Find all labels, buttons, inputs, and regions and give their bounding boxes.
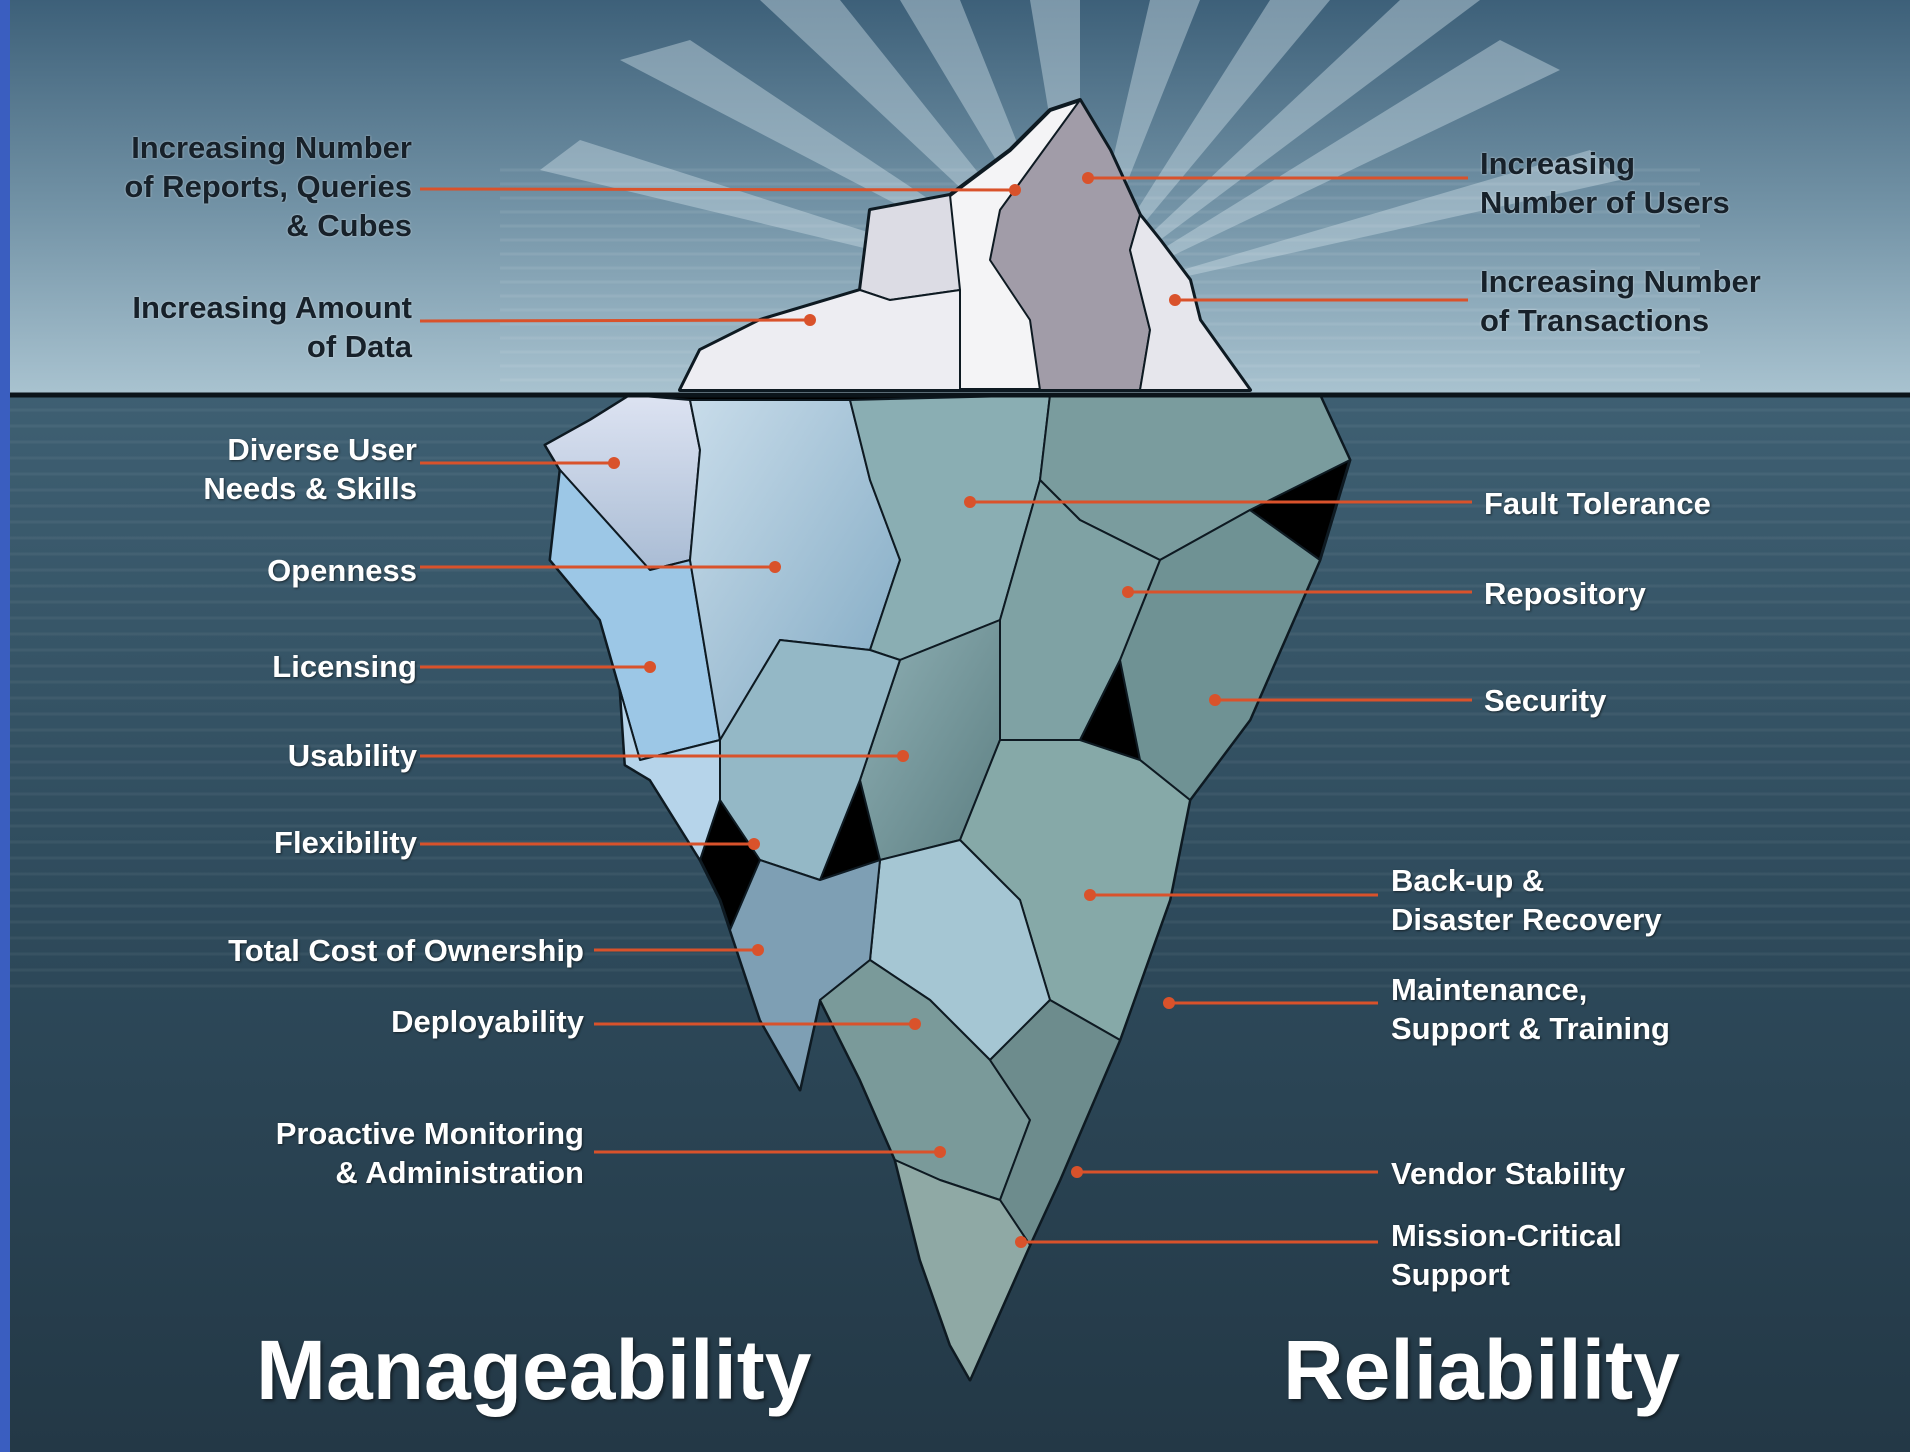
leader-data-dot xyxy=(804,314,816,326)
leader-backup-dot xyxy=(1084,889,1096,901)
leader-maintenance-dot xyxy=(1163,997,1175,1009)
leader-proactive-dot xyxy=(934,1146,946,1158)
label-total-cost-of-ownership: Total Cost of Ownership xyxy=(228,933,584,968)
leader-users-dot xyxy=(1082,172,1094,184)
label-reports-queries-cubes: Increasing Number of Reports, Queries & … xyxy=(124,130,412,243)
leader-lines xyxy=(419,172,1472,1248)
label-fault-tolerance: Fault Tolerance xyxy=(1484,486,1711,521)
ice-facets xyxy=(544,394,1351,1381)
label-vendor-stability: Vendor Stability xyxy=(1391,1156,1626,1191)
label-mission-critical-support: Mission-Critical Support xyxy=(1391,1218,1622,1292)
label-maintenance-support-training: Maintenance, Support & Training xyxy=(1391,972,1670,1046)
leader-mission-dot xyxy=(1015,1236,1027,1248)
leader-flexibility-dot xyxy=(748,838,760,850)
label-usability: Usability xyxy=(287,738,417,773)
manageability-title: Manageability xyxy=(256,1323,812,1417)
label-diverse-user-needs: Diverse User Needs & Skills xyxy=(203,432,417,506)
label-flexibility: Flexibility xyxy=(274,825,417,860)
leader-data xyxy=(419,318,811,323)
label-openness: Openness xyxy=(267,553,417,588)
leader-openness-dot xyxy=(769,561,781,573)
label-amount-of-data: Increasing Amount of Data xyxy=(132,290,412,364)
left-edge xyxy=(0,0,10,1452)
label-repository: Repository xyxy=(1484,576,1646,611)
leader-diverse-dot xyxy=(608,457,620,469)
tip-facets xyxy=(679,99,1251,391)
leader-deployability-dot xyxy=(909,1018,921,1030)
label-number-of-users: Increasing Number of Users xyxy=(1480,146,1730,220)
label-licensing: Licensing xyxy=(272,649,417,684)
leader-security-dot xyxy=(1209,694,1221,706)
label-backup-disaster-recovery: Back-up & Disaster Recovery xyxy=(1391,863,1662,937)
leader-repository-dot xyxy=(1122,586,1134,598)
leader-reports-dot xyxy=(1009,184,1021,196)
leader-tco-dot xyxy=(752,944,764,956)
leader-reports xyxy=(419,187,1016,192)
leader-transactions-dot xyxy=(1169,294,1181,306)
leader-vendor-dot xyxy=(1071,1166,1083,1178)
leader-usability-dot xyxy=(897,750,909,762)
reliability-title: Reliability xyxy=(1283,1323,1680,1417)
label-deployability: Deployability xyxy=(391,1004,584,1039)
leader-licensing-dot xyxy=(644,661,656,673)
label-security: Security xyxy=(1484,683,1607,718)
label-proactive-monitoring: Proactive Monitoring & Administration xyxy=(275,1116,584,1190)
label-number-of-transactions: Increasing Number of Transactions xyxy=(1480,264,1761,338)
leader-fault-dot xyxy=(964,496,976,508)
